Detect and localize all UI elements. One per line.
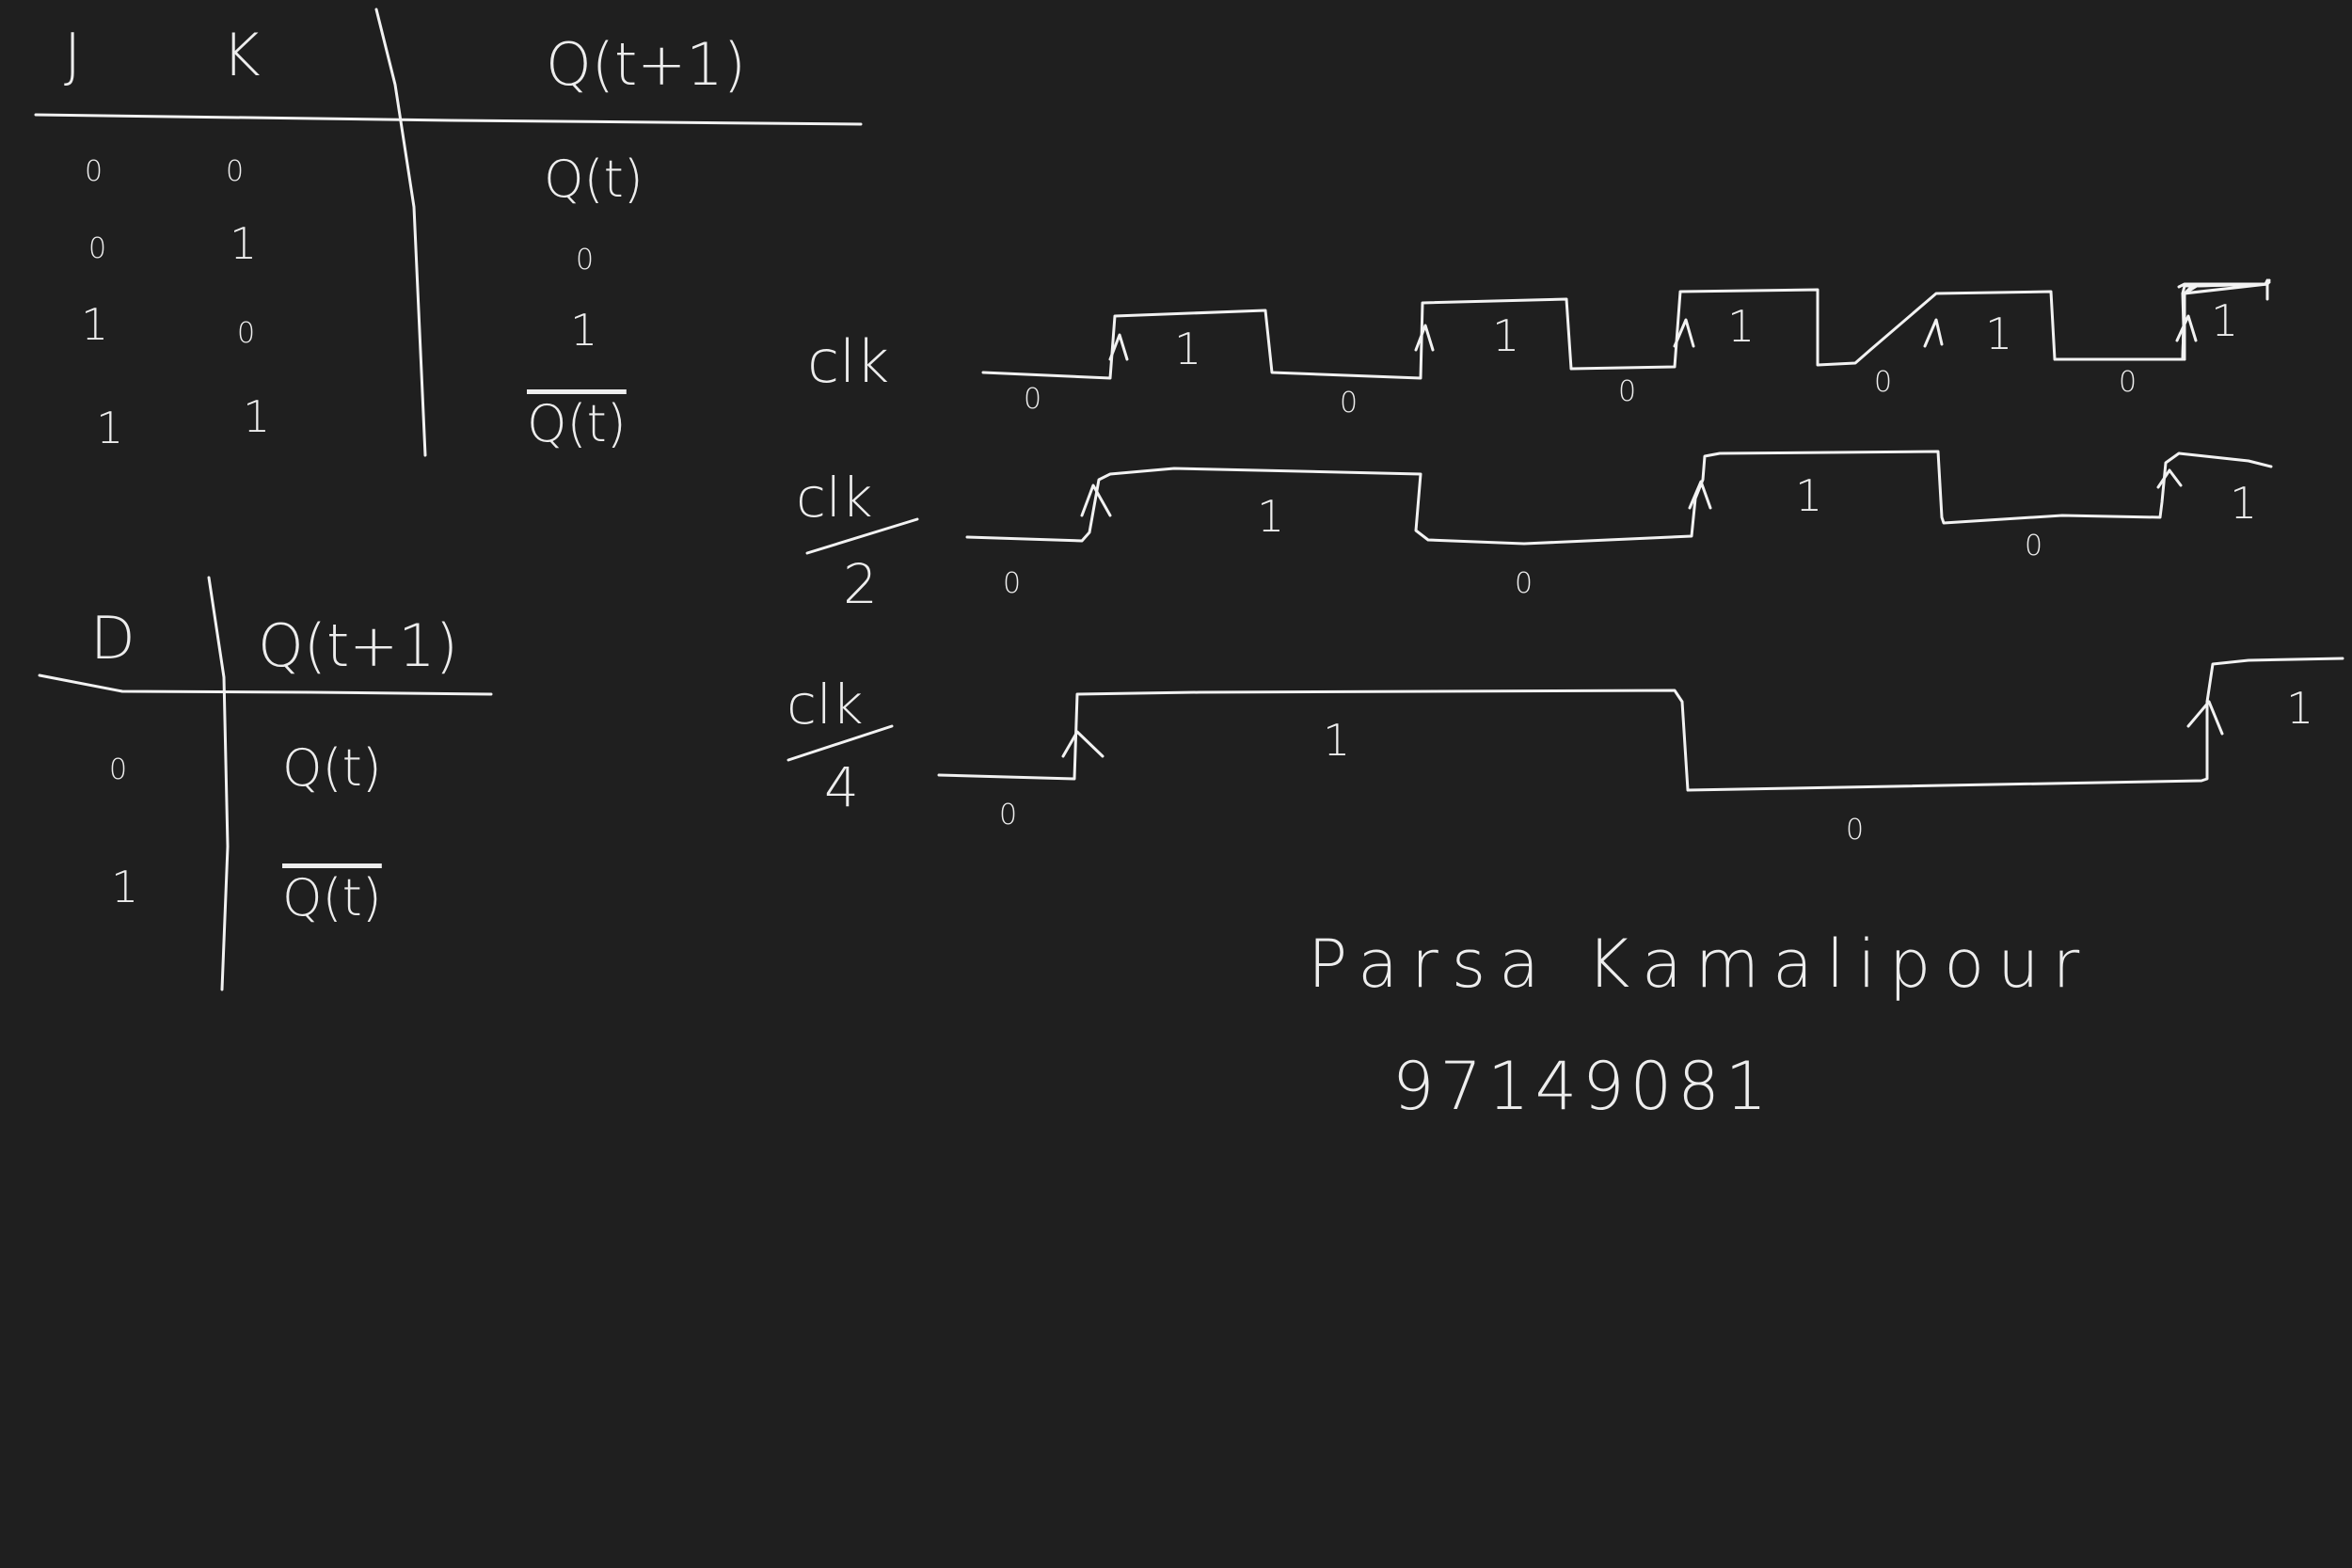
clk2-level-1: 0 xyxy=(1003,567,1022,600)
clk4-level-4: 1 xyxy=(2286,683,2314,734)
d-row2-q-bar: Q(t) xyxy=(282,868,382,927)
clk2-wave xyxy=(965,450,2273,546)
clk4-wave xyxy=(937,657,2344,792)
d-row1-d: 0 xyxy=(109,753,128,786)
clk-level-1: 0 xyxy=(1024,383,1042,416)
d-header-q-next: Q(t+1) xyxy=(258,611,458,680)
jk-column-divider xyxy=(374,8,427,457)
clk2-edge-arrow-2 xyxy=(1688,480,1712,510)
clk-edge-arrow-2 xyxy=(1414,324,1435,352)
jk-row4-q-bar: Q(t) xyxy=(527,394,627,453)
clk-level-9: 0 xyxy=(2119,366,2137,399)
jk-row2-q: 0 xyxy=(576,244,595,277)
clk2-edge-arrow-1 xyxy=(1080,483,1112,517)
d-row2-d: 1 xyxy=(111,862,139,912)
jk-header-k: K xyxy=(222,21,261,89)
clk-level-3: 0 xyxy=(1340,387,1359,420)
jk-row3-k: 0 xyxy=(237,317,256,350)
d-row1-q: Q(t) xyxy=(282,738,382,798)
clk4-level-2: 1 xyxy=(1323,715,1351,766)
jk-header-q-next: Q(t+1) xyxy=(546,30,746,99)
clk-edge-arrow-4 xyxy=(1923,318,1944,348)
clk4-level-1: 0 xyxy=(999,799,1018,832)
clk4-label-top: clk xyxy=(787,673,864,736)
jk-row1-j: 0 xyxy=(85,155,103,188)
clk-level-8: 1 xyxy=(1985,309,2013,359)
clk2-level-6: 1 xyxy=(2230,478,2258,529)
d-header-d: D xyxy=(90,604,135,673)
jk-row4-k: 1 xyxy=(243,391,271,442)
clk4-edge-arrow-1 xyxy=(1061,730,1104,758)
jk-row2-k: 1 xyxy=(230,218,258,269)
clk2-level-5: 0 xyxy=(2025,530,2043,562)
clk-edge-arrow-5 xyxy=(2175,314,2198,342)
clk4-level-3: 0 xyxy=(1846,814,1865,847)
clk4-edge-arrow-2 xyxy=(2186,700,2224,736)
clk4-label-bottom: 4 xyxy=(824,755,859,819)
clk2-level-3: 0 xyxy=(1515,567,1534,600)
clk-level-4: 1 xyxy=(1492,310,1520,361)
student-id: 97149081 xyxy=(1392,1048,1773,1125)
clk-label: clk xyxy=(807,327,890,396)
jk-header-rule xyxy=(34,113,863,126)
jk-row3-q: 1 xyxy=(570,305,598,356)
clk-level-5: 0 xyxy=(1618,375,1637,408)
jk-row1-q: Q(t) xyxy=(544,150,644,209)
clk-last-high xyxy=(2183,282,2269,295)
clk-level-2: 1 xyxy=(1174,324,1202,374)
clk-level-7: 0 xyxy=(1874,366,1893,399)
author-name: Parsa Kamalipour xyxy=(1308,926,2093,1003)
jk-row3-j: 1 xyxy=(81,299,109,350)
clk2-edge-arrow-3 xyxy=(2156,468,2183,489)
clk-edge-arrow-1 xyxy=(1108,333,1129,361)
clk-level-6: 1 xyxy=(1727,301,1756,352)
clk-level-10: 1 xyxy=(2211,295,2239,346)
jk-row2-j: 0 xyxy=(88,232,107,265)
clk2-label-bottom: 2 xyxy=(843,552,878,616)
jk-row4-j: 1 xyxy=(96,403,124,453)
clk2-label-top: clk xyxy=(796,466,873,530)
clk-edge-arrow-3 xyxy=(1673,318,1695,348)
d-column-divider xyxy=(207,576,230,991)
jk-header-j: J xyxy=(64,21,82,89)
clk2-level-2: 1 xyxy=(1257,491,1285,542)
clk2-label-bar xyxy=(805,517,919,555)
jk-row1-k: 0 xyxy=(226,155,245,188)
clk2-level-4: 1 xyxy=(1795,470,1823,521)
clk4-label-bar xyxy=(787,724,894,762)
d-header-rule xyxy=(38,673,493,696)
